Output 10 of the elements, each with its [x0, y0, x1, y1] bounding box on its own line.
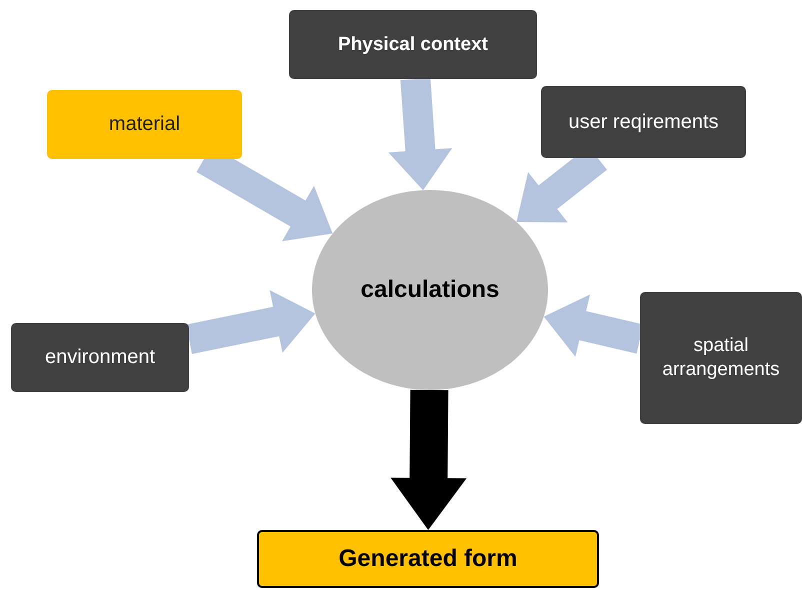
process-box: spatial arrangements: [640, 292, 802, 424]
process-box: Physical context: [289, 10, 537, 79]
block-arrow: [390, 390, 467, 530]
block-arrow: [388, 78, 452, 190]
output-box: Generated form: [257, 530, 599, 588]
process-box: material: [47, 90, 242, 159]
process-box: environment: [11, 323, 189, 392]
process-box: user reqirements: [541, 86, 746, 158]
block-arrow: [186, 290, 316, 354]
process-ellipse: calculations: [312, 190, 548, 390]
